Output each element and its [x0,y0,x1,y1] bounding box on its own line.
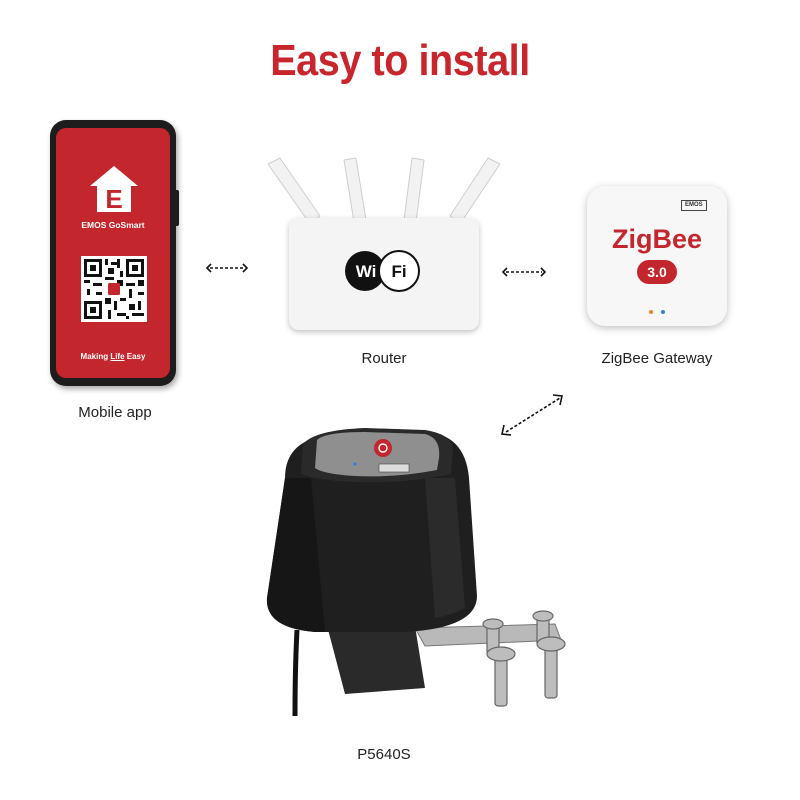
router-antennas [267,157,501,225]
mobile-app-caption: Mobile app [78,404,152,421]
double-arrow-icon [501,394,563,436]
zigbee-gateway-image: EMOS ZigBee 3.0 [587,186,727,326]
app-slogan: Making Life Easy [80,352,146,361]
svg-text:Fi: Fi [391,262,406,281]
status-led [649,310,653,314]
page-title: Easy to install [270,36,530,85]
valve-caption: P5640S [357,746,411,763]
status-led [661,310,665,314]
qr-code [81,256,147,322]
router-caption: Router [361,350,407,367]
phone-screen: E EMOS GoSmart [56,128,170,378]
home-logo-icon: E [90,166,138,214]
double-arrow-icon [501,267,547,277]
app-name: EMOS GoSmart [81,220,145,230]
mobile-phone-image: E EMOS GoSmart [50,120,176,386]
phone-side-button [176,190,179,226]
gateway-caption: ZigBee Gateway [601,350,713,367]
svg-text:E: E [105,184,122,214]
valve-controller-image [266,428,566,717]
double-arrow-icon [205,263,249,273]
zigbee-label: ZigBee [611,224,703,254]
wifi-logo-icon: Wi Fi [345,250,420,292]
brand-tag: EMOS [681,200,707,211]
svg-text:Wi: Wi [356,262,377,281]
version-badge: 3.0 [637,260,677,284]
